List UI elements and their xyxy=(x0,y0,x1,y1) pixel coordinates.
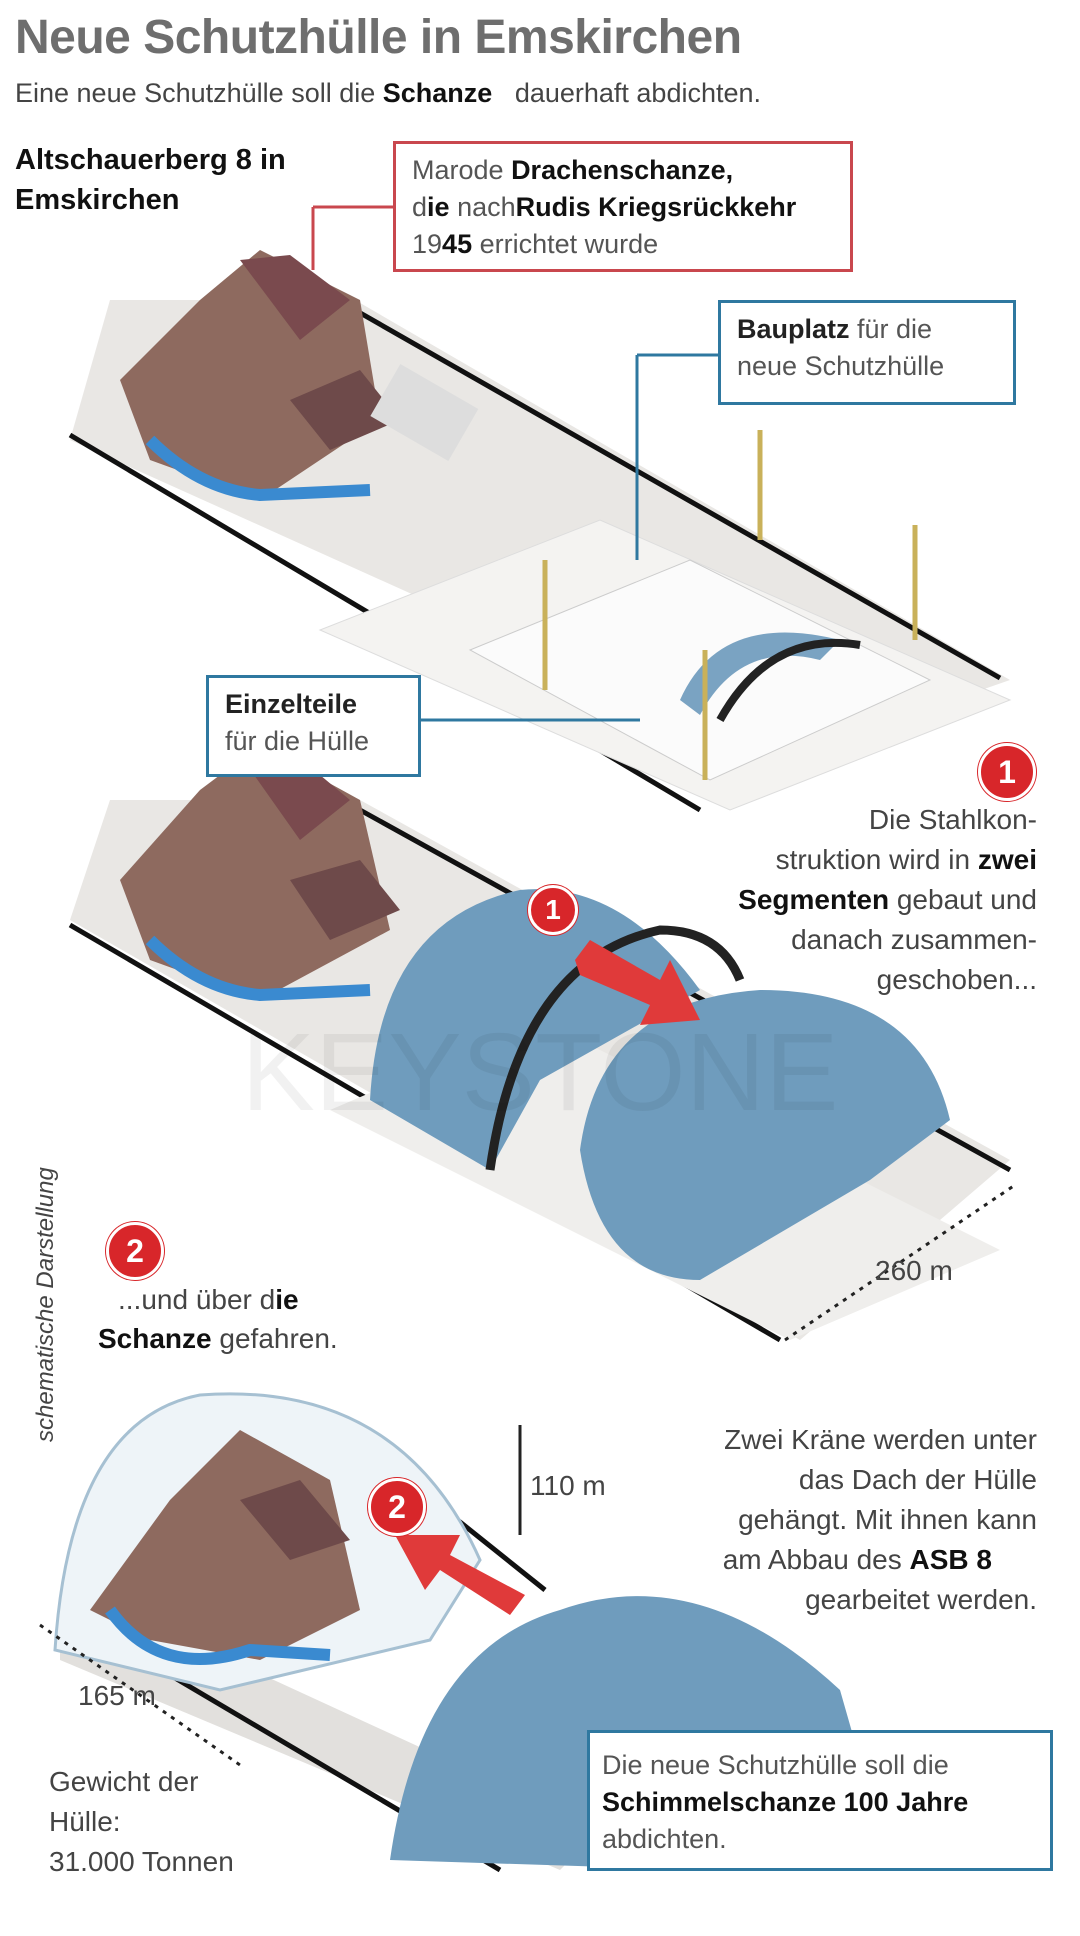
callout-text: neue Schutzhülle xyxy=(737,351,945,381)
height-measure: 110 m xyxy=(530,1470,606,1501)
callout-bold: Drachenschanze, xyxy=(511,155,734,185)
step-text-line: Die Stahlkon- xyxy=(868,804,1037,835)
text-bold: ASB 8 xyxy=(909,1544,992,1575)
subtitle-text: Eine neue Schutzhülle soll die xyxy=(15,78,376,108)
step-2-badge: 2 xyxy=(106,1222,164,1280)
step-text-line: geschoben... xyxy=(876,964,1037,995)
callout-bold: 45 xyxy=(442,229,473,259)
text-line: Zwei Kräne werden unter xyxy=(724,1424,1037,1455)
width-measure: 165 m xyxy=(78,1680,156,1711)
summary-box: Die neue Schutzhülle soll die Schimmelsc… xyxy=(587,1730,1053,1871)
weight-line: Gewicht der xyxy=(49,1766,199,1797)
summary-line: abdichten. xyxy=(602,1824,727,1854)
step-1-badge-on-hull: 1 xyxy=(528,885,578,935)
weight-line: Hülle: xyxy=(49,1806,121,1837)
step-text-line: ...und über d xyxy=(118,1284,276,1315)
hull-segment-parts xyxy=(680,632,840,715)
callout-text: 19 xyxy=(412,229,443,259)
length-measure: 260 m xyxy=(875,1255,953,1286)
arch-truss xyxy=(485,925,745,1171)
buildings-upper xyxy=(120,250,479,502)
callout-text: Marode xyxy=(412,155,504,185)
callout-text: errichtet wurde xyxy=(479,229,659,259)
text-line: gehängt. Mit ihnen kann xyxy=(738,1504,1037,1535)
buildings-middle xyxy=(120,745,400,1002)
callout-bold: Einzelteile xyxy=(225,689,358,719)
watermark: KEYSTONE xyxy=(241,1011,838,1134)
step-1-text: Die Stahlkon- struktion wird in zwei Seg… xyxy=(738,800,1037,1000)
text-line: gearbeitet werden. xyxy=(805,1584,1037,1615)
page-title: Neue Schutzhülle in Emskirchen xyxy=(15,10,742,65)
arch-truss xyxy=(716,638,861,722)
callout-old-building: Marode Drachenschanze, die nachRudis Kri… xyxy=(393,141,853,272)
location-label: Altschauerberg 8 in Emskirchen xyxy=(15,140,286,220)
callout-bold: ie xyxy=(427,192,450,222)
location-line: Emskirchen xyxy=(15,184,180,216)
callout-text: d xyxy=(412,192,428,222)
weight-value: 31.000 Tonnen xyxy=(49,1846,234,1877)
title-text: Neue Schutzhülle in Emskirchen xyxy=(15,11,742,64)
schematic-label: schematische Darstellung xyxy=(32,1167,59,1442)
step-1-badge: 1 xyxy=(978,743,1036,801)
callout-text: nach xyxy=(457,192,516,222)
callout-bold: Bauplatz xyxy=(737,314,850,344)
callout-construction-site: Bauplatz für die neue Schutzhülle xyxy=(718,300,1016,405)
subtitle-text-end: dauerhaft abdichten. xyxy=(514,78,762,108)
step-text-bold: zwei xyxy=(977,844,1037,875)
summary-line: Die neue Schutzhülle soll die xyxy=(602,1750,949,1780)
step-2-badge-on-site: 2 xyxy=(368,1478,426,1536)
text-line: am Abbau des xyxy=(722,1544,902,1575)
cranes-text: Zwei Kräne werden unter das Dach der Hül… xyxy=(723,1420,1037,1620)
subtitle: Eine neue Schutzhülle soll die Schanze d… xyxy=(15,78,761,109)
step-text-bold: ie xyxy=(275,1284,299,1315)
summary-bold: 100 Jahre xyxy=(843,1787,969,1817)
subtitle-bold: Schanze xyxy=(382,78,493,108)
location-line: Altschauerberg 8 in xyxy=(15,144,286,176)
crane-poles xyxy=(542,430,918,780)
dimension-line-165 xyxy=(39,1623,241,1767)
hull-segment-front xyxy=(580,990,950,1280)
weight-info: Gewicht der Hülle: 31.000 Tonnen xyxy=(49,1762,234,1882)
arrow-slide-2 xyxy=(395,1535,525,1615)
road-edge xyxy=(353,307,1002,681)
callout-parts: Einzelteile für die Hülle xyxy=(206,675,421,777)
callout-bold: Rudis Kriegsrückkehr xyxy=(515,192,797,222)
arrow-slide-1 xyxy=(575,940,700,1025)
step-text-bold: Schanze xyxy=(98,1323,212,1354)
summary-bold: Schimmelschanze xyxy=(602,1787,837,1817)
callout-text: für die Hülle xyxy=(225,726,370,756)
callout-text: für die xyxy=(857,314,933,344)
step-text-line: danach zusammen- xyxy=(791,924,1037,955)
step-text-line: struktion wird in xyxy=(775,844,971,875)
buildings-lower xyxy=(90,1430,360,1665)
text-line: das Dach der Hülle xyxy=(798,1464,1037,1495)
step-text-line: gefahren. xyxy=(219,1323,338,1354)
step-text-line: gebaut und xyxy=(896,884,1037,915)
step-2-text: ...und über die Schanze gefahren. xyxy=(98,1280,338,1358)
dimension-line-260 xyxy=(784,1183,1016,1342)
step-text-bold: Segmenten xyxy=(738,884,890,915)
